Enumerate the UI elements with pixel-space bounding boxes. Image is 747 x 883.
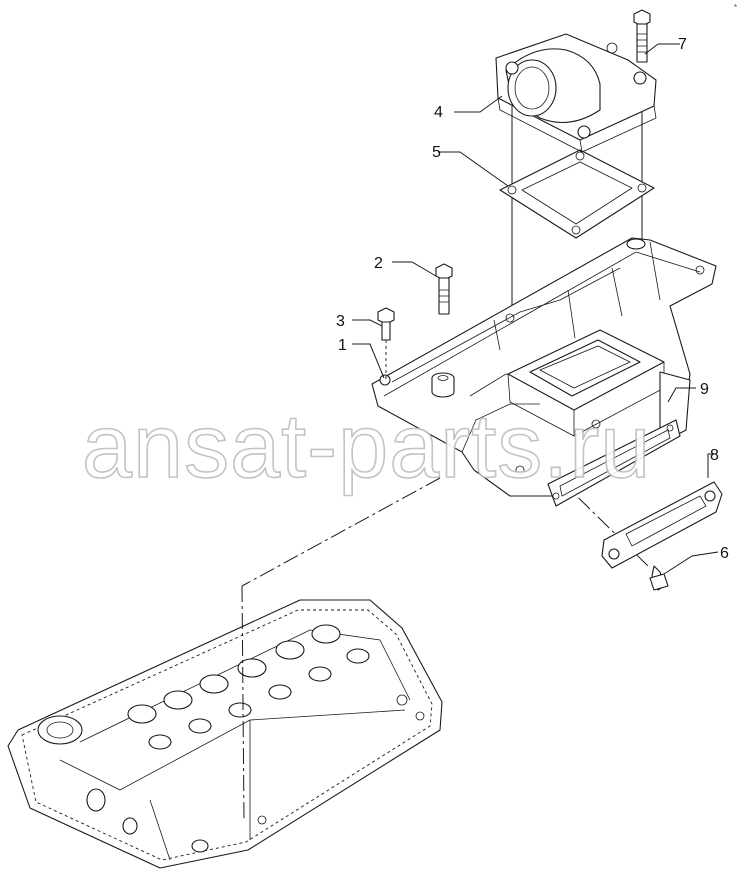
intake-elbow bbox=[495, 33, 657, 153]
bolt-2 bbox=[435, 263, 453, 315]
elbow-gasket bbox=[499, 149, 655, 239]
callout-6: 6 bbox=[720, 545, 729, 562]
cylinder-head bbox=[7, 599, 443, 869]
callout-5: 5 bbox=[432, 144, 441, 161]
callout-7: 7 bbox=[678, 36, 687, 53]
manifold-outlet-gasket bbox=[547, 419, 681, 507]
callout-leaders bbox=[352, 43, 719, 575]
bolt-7 bbox=[633, 9, 651, 63]
callout-8: 8 bbox=[710, 447, 719, 464]
flange-plate bbox=[601, 481, 723, 569]
corner-mark: * bbox=[734, 3, 737, 12]
callout-9: 9 bbox=[700, 381, 709, 398]
callout-1: 1 bbox=[338, 337, 347, 354]
callout-4: 4 bbox=[434, 104, 443, 121]
callout-2: 2 bbox=[374, 255, 383, 272]
callout-3: 3 bbox=[336, 313, 345, 330]
bolt-6 bbox=[649, 565, 669, 591]
intake-manifold bbox=[371, 237, 717, 497]
callout-numbers: 7 4 5 2 3 1 9 8 6 * bbox=[336, 3, 737, 562]
valve-seats bbox=[37, 624, 370, 750]
bolt-3 bbox=[377, 307, 395, 380]
